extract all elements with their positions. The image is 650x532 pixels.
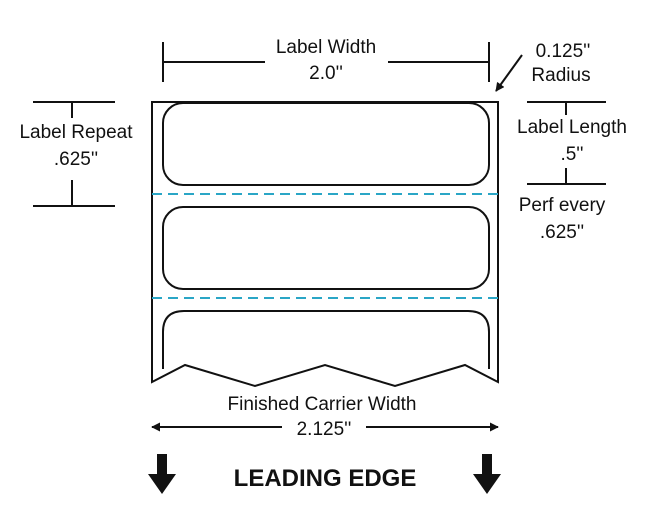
down-arrow-icon-right xyxy=(473,454,501,494)
label-repeat-dimension: Label Repeat .625'' xyxy=(19,101,133,207)
carrier-width-dimension: Finished Carrier Width 2.125'' xyxy=(151,394,499,440)
label-repeat-value: .625'' xyxy=(54,149,98,170)
carrier-width-title: Finished Carrier Width xyxy=(228,394,417,415)
perf-every-value: .625'' xyxy=(540,222,584,243)
carrier-width-value: 2.125'' xyxy=(297,419,352,440)
leading-edge-indicator: LEADING EDGE xyxy=(148,454,501,494)
perf-every-title: Perf every xyxy=(519,195,606,216)
label-shape-3-partial xyxy=(162,310,490,369)
label-shape-2 xyxy=(162,206,490,290)
label-width-title: Label Width xyxy=(276,37,376,58)
leading-edge-label: LEADING EDGE xyxy=(234,465,417,492)
label-length-value: .5'' xyxy=(560,144,583,165)
label-shape-1 xyxy=(162,102,490,186)
radius-title: Radius xyxy=(531,65,590,86)
label-width-value: 2.0'' xyxy=(309,63,343,84)
label-width-dimension: Label Width 2.0'' xyxy=(162,37,490,84)
label-length-dimension: Label Length .5'' xyxy=(517,101,627,185)
label-length-title: Label Length xyxy=(517,117,627,138)
carrier-outline xyxy=(151,101,499,388)
down-arrow-icon-left xyxy=(148,454,176,494)
radius-value: 0.125'' xyxy=(536,41,591,62)
label-repeat-title: Label Repeat xyxy=(19,122,133,143)
radius-callout: 0.125'' Radius xyxy=(495,41,591,92)
perf-every-note: Perf every .625'' xyxy=(519,195,606,243)
